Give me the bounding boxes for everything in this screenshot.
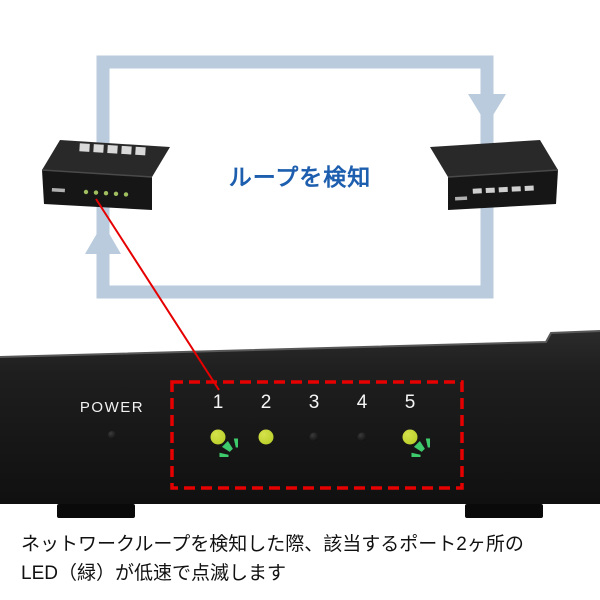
port-number: 2 [260, 392, 272, 413]
panel-foot-right [465, 504, 543, 518]
front-panel-top-edge [0, 330, 600, 358]
switch-left-front-face [42, 170, 152, 210]
led-dot [210, 429, 226, 445]
port-led [246, 417, 286, 457]
power-label: POWER [79, 399, 145, 416]
switch-left-front-leds [83, 189, 129, 197]
ports-row: 1 2 3 4 [194, 392, 434, 457]
port-number: 5 [404, 392, 416, 413]
caption-line-2: LED（緑）が低速で点滅します [21, 563, 286, 584]
switch-left-label [51, 188, 65, 193]
loop-arrow-up-icon [85, 223, 121, 254]
port-4: 4 [338, 392, 386, 457]
front-panel [0, 330, 600, 518]
switch-right-edge-highlight [447, 169, 559, 178]
port-2: 2 [242, 392, 290, 457]
switch-right-top-face [430, 140, 558, 177]
port-number: 4 [356, 392, 368, 413]
led-dot [357, 432, 367, 442]
port-5: 5 [386, 392, 434, 457]
port-3: 3 [290, 392, 338, 457]
port-number: 3 [308, 392, 320, 413]
caption-line-1: ネットワークループを検知した際、該当するポート2ヶ所の [21, 534, 524, 555]
loop-arrow-down-icon [468, 94, 506, 125]
panel-foot-left [57, 504, 135, 518]
led-dot [402, 429, 418, 445]
switch-right-front-ports [472, 185, 534, 194]
front-panel-body [0, 331, 600, 504]
switch-left-edge-highlight [41, 169, 153, 178]
switch-left [41, 140, 170, 210]
port-led [294, 417, 334, 457]
switch-right-label [455, 196, 468, 201]
switch-left-rear-ports [79, 143, 146, 156]
power-led [108, 431, 116, 439]
power-block: POWER [74, 399, 150, 439]
loop-detected-label: ループを検知 [228, 164, 372, 190]
led-dot [309, 432, 319, 442]
caption: ネットワークループを検知した際、該当するポート2ヶ所の LED（緑）が低速で点滅… [21, 530, 524, 588]
port-1: 1 [194, 392, 242, 457]
port-led [342, 417, 382, 457]
port-led [390, 417, 430, 457]
switch-right [430, 140, 559, 210]
port-number: 1 [212, 392, 224, 413]
port-led [198, 417, 238, 457]
led-highlight-box [170, 380, 464, 490]
led-dot [258, 429, 274, 445]
callout-line [95, 198, 220, 391]
